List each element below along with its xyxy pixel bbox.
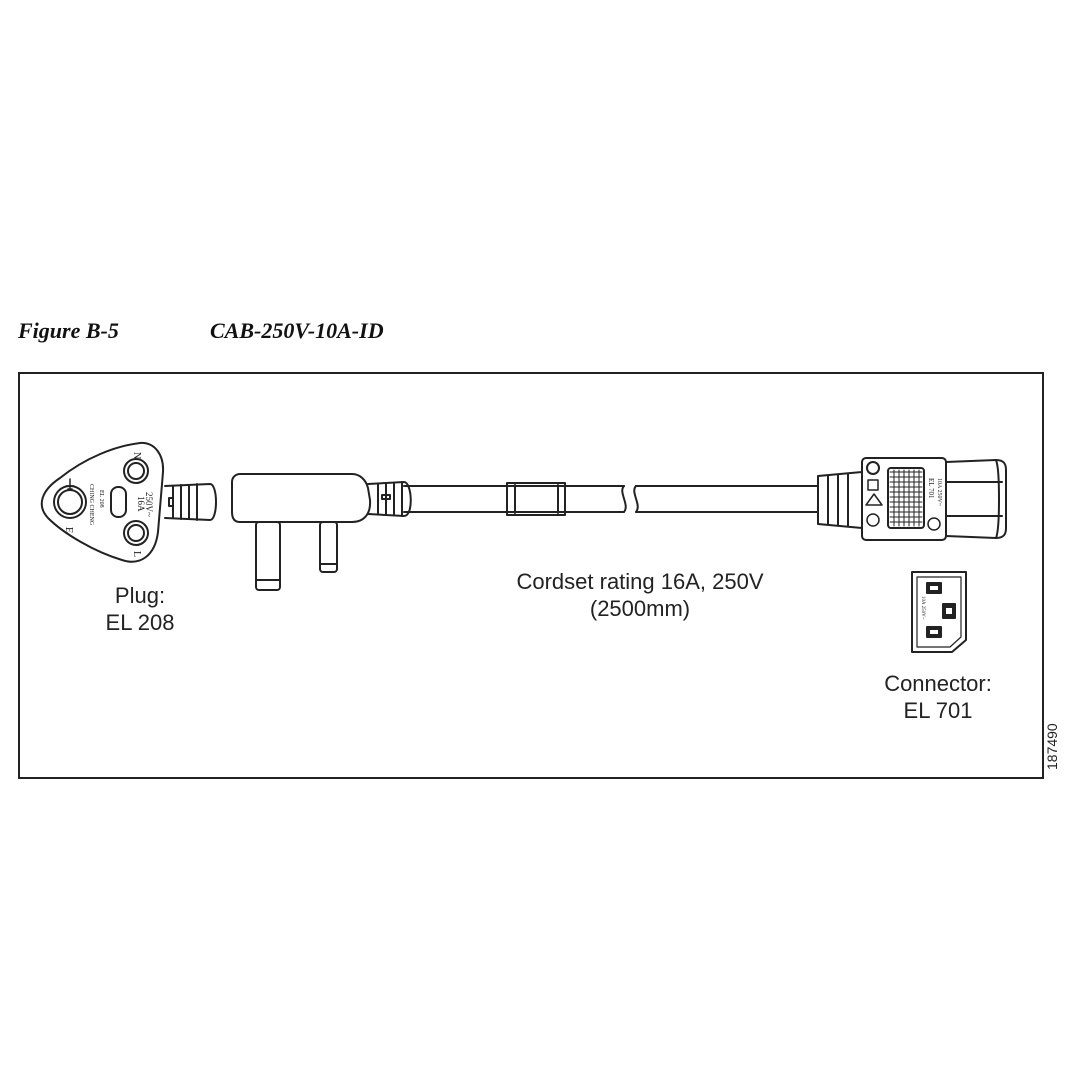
plug-rating-a: 16A: [136, 496, 146, 512]
cord-marker-band: [506, 482, 566, 516]
earth-pin-inner: [57, 489, 83, 515]
connector-grip-texture: [889, 469, 923, 527]
connector-cert-icon: [927, 517, 941, 531]
connector-body-model: EL 701: [927, 478, 935, 499]
plug-line-prong: [319, 521, 338, 573]
plug-label-model: EL 208: [105, 610, 175, 635]
connector-label: Connector: EL 701: [866, 670, 1010, 724]
plug-brand: CHING CHENG: [88, 484, 94, 526]
figure-id: 187490: [1044, 723, 1060, 770]
plug-rating-v: 250V~: [144, 492, 154, 517]
fuse-window: [110, 486, 127, 518]
cord-length: (2500mm): [589, 596, 691, 621]
plug-face: E L N 16A 250V~ CHING CHENG EL 208: [40, 441, 165, 563]
plug-face-strain-relief: [164, 483, 217, 521]
connector-socket-end: [945, 459, 1007, 539]
cord-rating: Cordset rating 16A, 250V: [516, 569, 764, 594]
live-pin-inner: [127, 524, 145, 542]
connector-body-rating: 10A 250V~: [936, 478, 942, 507]
connector-label-model: EL 701: [903, 698, 973, 723]
plug-side-view: [231, 473, 412, 591]
connector-grip-panel: [887, 467, 925, 529]
plug-pin-l: L: [131, 551, 142, 557]
plug-pin-e: E: [63, 527, 74, 533]
live-pin-outer: [123, 520, 149, 546]
connector-face-rating: 10A 250V~: [920, 596, 925, 620]
connector-strain-relief: [817, 471, 863, 529]
connector-mark-icon: [866, 513, 880, 527]
plug-pin-n: N: [131, 452, 142, 459]
cord: [403, 482, 819, 516]
figure-number: Figure B-5: [18, 318, 119, 343]
connector-label-title: Connector:: [884, 671, 992, 696]
plug-strain-relief: [367, 481, 412, 517]
plug-face-model: EL 208: [98, 490, 104, 508]
figure-title: CAB-250V-10A-ID: [210, 318, 384, 343]
cord-break-right: [633, 485, 639, 513]
connector-logo-icon: [866, 461, 880, 475]
figure-frame: [18, 372, 1044, 779]
neutral-pin-outer: [123, 458, 149, 484]
cord-break-left: [621, 485, 627, 513]
plug-body-outline: [231, 473, 372, 523]
connector-arrow-icon: [865, 493, 883, 506]
plug-earth-prong: [255, 521, 281, 591]
connector-face-outline: [911, 571, 967, 653]
plug-label-title: Plug:: [114, 583, 166, 608]
plug-face-outline: [40, 441, 165, 563]
plug-label: Plug: EL 208: [80, 582, 200, 636]
connector-body: [861, 457, 947, 541]
connector-face: 10A 250V~: [911, 571, 967, 653]
cord-label: Cordset rating 16A, 250V (2500mm): [470, 568, 810, 622]
connector-side-view: EL 701 10A 250V~: [817, 457, 1007, 541]
neutral-pin-inner: [127, 462, 145, 480]
